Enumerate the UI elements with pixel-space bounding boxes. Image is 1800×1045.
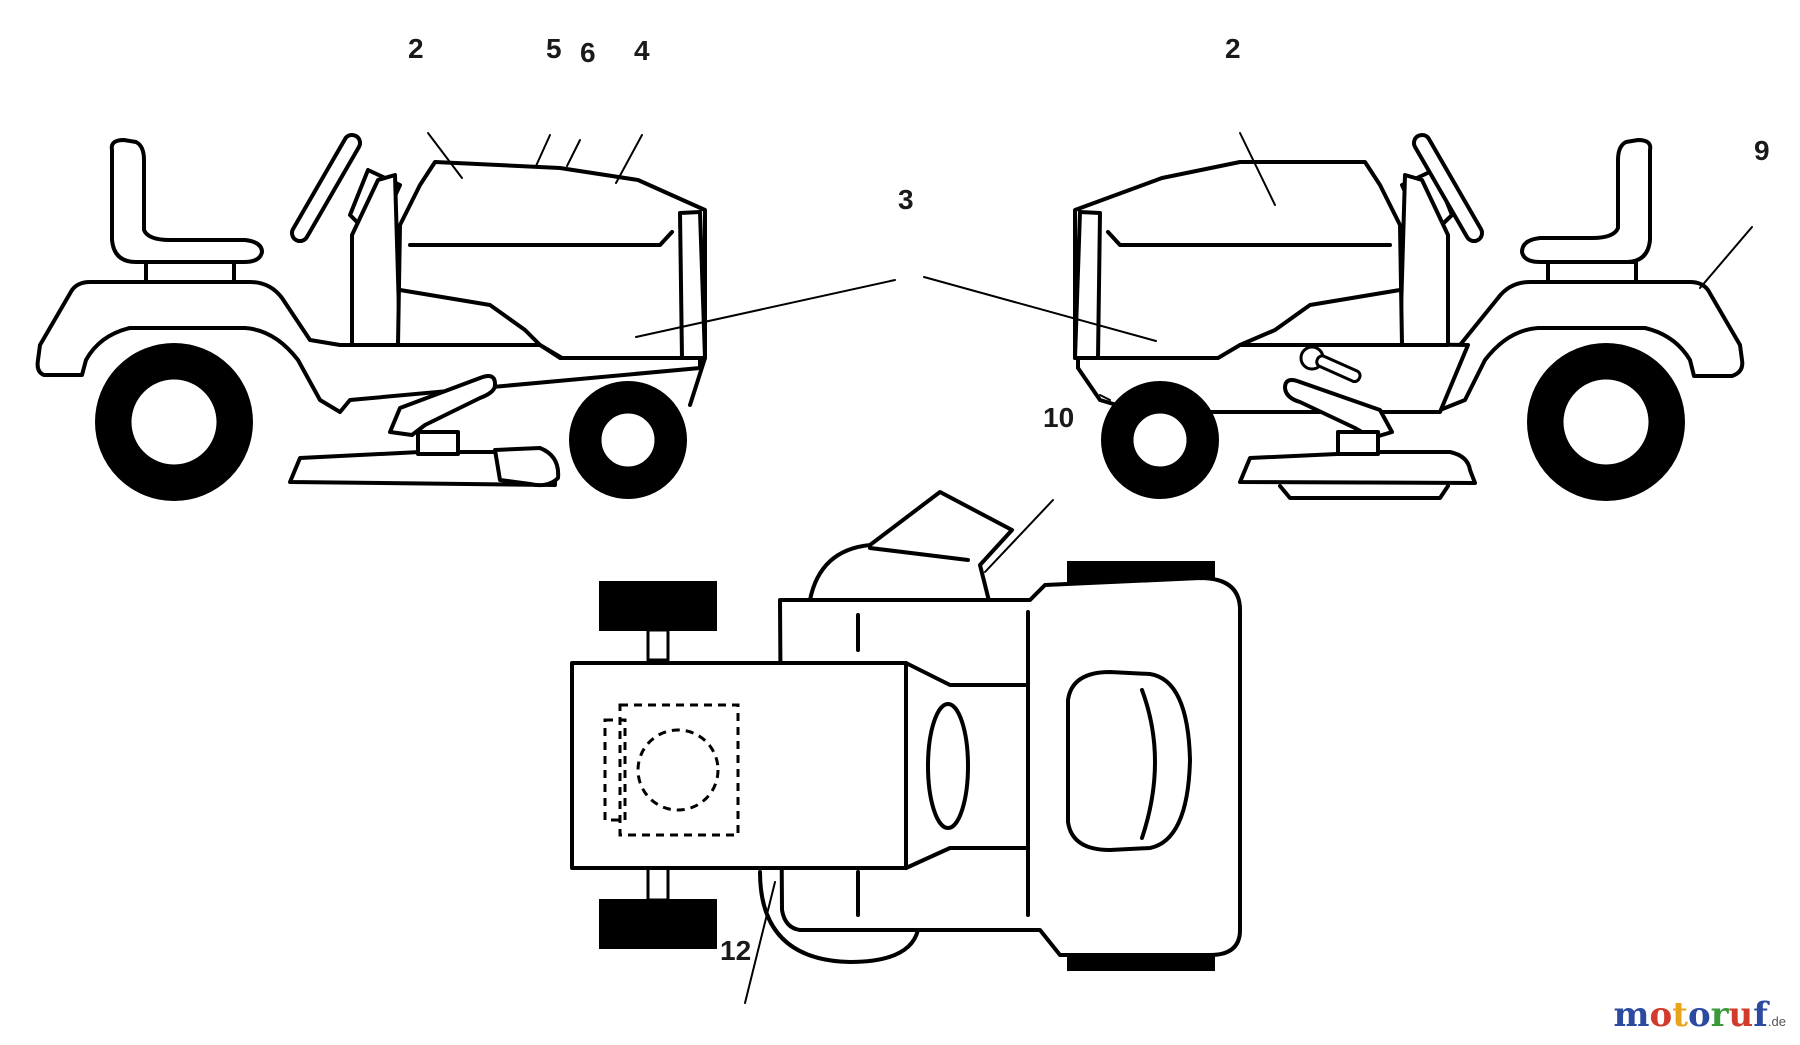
deck-skirt bbox=[1278, 484, 1450, 500]
watermark-letter: r bbox=[1710, 995, 1729, 1035]
callout-2-right: 2 bbox=[1225, 33, 1241, 64]
hood-line bbox=[1106, 230, 1392, 247]
callout-10-right: 10 bbox=[1043, 402, 1074, 433]
seat bbox=[109, 138, 264, 264]
watermark-suffix: .de bbox=[1767, 1014, 1786, 1029]
leader-5-left bbox=[535, 134, 551, 167]
grille bbox=[1073, 210, 1102, 360]
hood-line bbox=[408, 230, 674, 247]
discharge-chute bbox=[808, 490, 1014, 607]
hood-top bbox=[570, 661, 908, 870]
watermark-letter: m bbox=[1613, 995, 1650, 1035]
callout-2-left: 2 bbox=[408, 33, 424, 64]
watermark-letter: f bbox=[1753, 995, 1768, 1035]
leader-12 bbox=[744, 881, 776, 1004]
watermark-letter: o bbox=[1687, 995, 1711, 1035]
lever-handle bbox=[1315, 354, 1362, 384]
leader-9-right bbox=[1699, 226, 1753, 289]
callout-9-right: 9 bbox=[1754, 135, 1770, 166]
footrest bbox=[388, 374, 498, 437]
front-wheel-hub bbox=[1130, 410, 1190, 470]
leader-2-right bbox=[1239, 132, 1276, 206]
watermark-letter: u bbox=[1728, 995, 1754, 1035]
steering-wheel bbox=[290, 132, 362, 244]
hood bbox=[396, 160, 707, 360]
seat bbox=[1520, 138, 1653, 264]
dash-tower bbox=[350, 173, 402, 347]
front-frame bbox=[538, 343, 707, 407]
engine-circle bbox=[636, 728, 720, 812]
motoruf-watermark-logo: motoruf.de bbox=[1614, 995, 1786, 1035]
seat-back-curve bbox=[1140, 688, 1157, 840]
rear-wheel-hub bbox=[128, 376, 220, 468]
watermark-letter: t bbox=[1672, 995, 1688, 1035]
hood-side-line bbox=[398, 288, 542, 347]
seat-top bbox=[1066, 670, 1192, 852]
footrest bbox=[1283, 378, 1394, 440]
steering-wheel-top bbox=[926, 702, 970, 830]
tractor-right-view bbox=[923, 132, 1753, 501]
front-axle-top bbox=[646, 628, 670, 662]
leader-6-left bbox=[566, 139, 581, 167]
leader-top-chute bbox=[984, 499, 1054, 573]
tractor-left-view bbox=[35, 132, 896, 501]
leader-3-left bbox=[635, 279, 896, 338]
front-right-tire bbox=[599, 899, 717, 949]
leader-3-right bbox=[923, 276, 1157, 342]
engine-outline-inner bbox=[603, 718, 627, 822]
callout-12: 12 bbox=[720, 935, 751, 966]
deck-hanger bbox=[1336, 430, 1380, 456]
leader-10-right bbox=[1099, 394, 1111, 401]
callout-4-left: 4 bbox=[634, 35, 650, 66]
tractor-top-view bbox=[570, 490, 1242, 1004]
rear-fender bbox=[1438, 280, 1745, 412]
chute-line bbox=[868, 546, 970, 562]
hood-side-line bbox=[1238, 288, 1402, 347]
deck-chute bbox=[493, 446, 561, 488]
leader-2-left bbox=[427, 132, 463, 179]
steering-wheel bbox=[1412, 132, 1484, 244]
callout-6-left: 6 bbox=[580, 37, 596, 68]
callout-5-left: 5 bbox=[546, 33, 562, 64]
hood bbox=[1073, 160, 1404, 360]
watermark-letter: o bbox=[1649, 995, 1673, 1035]
callout-3: 3 bbox=[898, 184, 914, 215]
front-axle-bottom bbox=[646, 866, 670, 902]
deck-hanger bbox=[416, 430, 460, 456]
grille bbox=[678, 210, 707, 360]
mower-deck bbox=[1238, 450, 1477, 485]
front-left-tire bbox=[599, 581, 717, 631]
rear-wheel-hub bbox=[1560, 376, 1652, 468]
leader-4-left bbox=[615, 134, 643, 184]
dash-tower bbox=[1398, 173, 1450, 347]
front-wheel-hub bbox=[598, 410, 658, 470]
engine-outline bbox=[618, 703, 740, 837]
